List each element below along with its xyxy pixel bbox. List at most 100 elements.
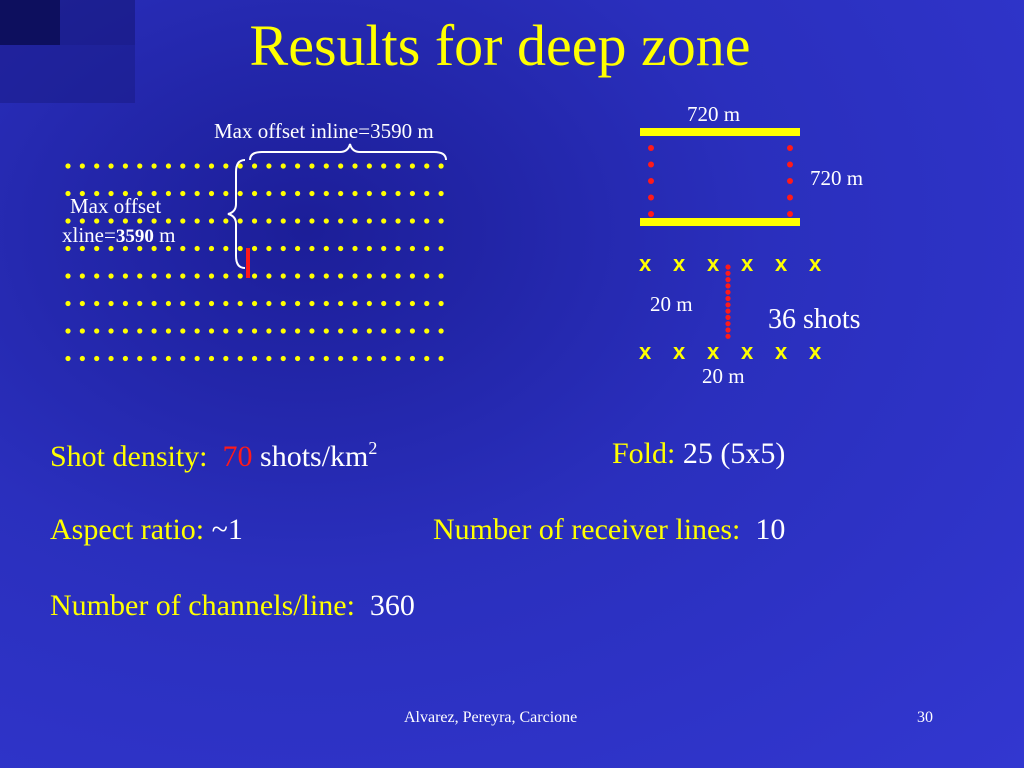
receiver-dot — [338, 355, 344, 362]
receiver-dot — [122, 273, 128, 279]
spacing-dot — [725, 283, 731, 289]
receiver-dot — [338, 190, 344, 197]
receiver-dot — [338, 300, 344, 307]
receiver-dot — [223, 300, 229, 307]
receiver-dot — [194, 273, 200, 279]
receiver-dot — [79, 218, 85, 224]
receiver-dot — [65, 300, 71, 307]
template-side-dot — [787, 178, 793, 184]
receiver-dot — [108, 190, 114, 197]
xline-offset-label-line2: xline=3590 m — [62, 223, 176, 247]
receiver-dot — [94, 355, 100, 362]
template-side-dot — [648, 145, 654, 151]
receiver-dot — [194, 218, 200, 224]
receiver-dot — [108, 273, 114, 279]
receiver-dot — [237, 245, 243, 252]
receiver-dot — [395, 163, 401, 169]
receiver-dot — [395, 273, 401, 279]
receiver-dot — [409, 300, 415, 307]
receiver-dot — [151, 163, 157, 169]
receiver-dot — [338, 245, 344, 252]
receiver-dot — [237, 355, 243, 362]
receiver-dot — [65, 355, 71, 362]
receiver-dot — [323, 218, 329, 224]
receiver-dot — [295, 300, 301, 307]
receiver-dot — [424, 328, 430, 334]
receiver-dot — [151, 300, 157, 307]
receiver-dot — [94, 273, 100, 279]
receiver-dot — [79, 328, 85, 334]
receiver-dot — [165, 163, 172, 169]
receiver-dot — [79, 355, 85, 362]
spacing-dot — [725, 277, 731, 283]
receiver-dot — [323, 273, 329, 279]
receiver-dot — [381, 245, 387, 252]
template-side-dot — [648, 161, 654, 168]
receiver-dot — [208, 273, 215, 279]
receiver-dot — [366, 273, 372, 279]
receiver-dot — [266, 355, 272, 362]
receiver-dot — [280, 273, 286, 279]
template-side-dot — [787, 194, 793, 201]
receiver-dot — [122, 355, 128, 362]
receiver-dot — [381, 218, 387, 224]
receiver-dot — [295, 163, 301, 169]
slide-title: Results for deep zone — [249, 13, 751, 78]
template-side-dot — [648, 178, 654, 184]
receiver-dot — [381, 190, 387, 197]
spacing-dot — [725, 289, 731, 295]
receiver-dot — [438, 300, 444, 307]
receiver-dot — [137, 300, 143, 307]
receiver-dot — [395, 355, 401, 362]
receiver-dot — [194, 245, 200, 252]
receiver-dot — [208, 300, 215, 307]
receiver-dot — [94, 300, 100, 307]
receiver-dot — [165, 300, 172, 307]
receiver-dot — [137, 163, 143, 169]
receiver-dot — [223, 273, 229, 279]
receiver-dot — [295, 218, 301, 224]
receiver-dot — [366, 163, 372, 169]
receiver-dot — [395, 190, 401, 197]
receiver-dot — [208, 328, 215, 334]
receiver-dot — [194, 190, 200, 197]
receiver-dot — [108, 328, 114, 334]
receiver-dot — [94, 328, 100, 334]
inline-brace — [249, 143, 447, 161]
receiver-dot — [180, 163, 186, 169]
receiver-dot — [424, 190, 430, 197]
shot-spacing-dots — [725, 264, 731, 339]
receiver-dot — [208, 163, 215, 169]
receiver-dot — [180, 355, 186, 362]
corner-decoration — [0, 0, 60, 45]
receiver-dot — [338, 328, 344, 334]
spacing-dot — [725, 308, 731, 314]
template-side-dot — [648, 194, 654, 201]
receiver-dot — [381, 328, 387, 334]
red-marker — [246, 248, 250, 278]
template-top-width: 720 m — [687, 102, 741, 126]
receiver-dot — [165, 218, 172, 224]
receiver-dot — [94, 218, 100, 224]
receiver-dot — [94, 245, 100, 252]
receiver-dot — [208, 355, 215, 362]
receiver-dot — [438, 273, 444, 279]
receiver-dot — [237, 328, 243, 334]
spacing-dot — [725, 321, 731, 327]
template-side-dot — [787, 145, 793, 151]
template-bottom-line — [640, 218, 800, 226]
receiver-dot — [237, 273, 243, 279]
receiver-dot — [438, 245, 444, 252]
receiver-dot — [309, 163, 315, 169]
receiver-dot — [137, 190, 143, 197]
receiver-dot — [65, 245, 71, 252]
receiver-dot — [94, 190, 100, 197]
receiver-dot — [309, 218, 315, 224]
receiver-dot — [108, 355, 114, 362]
receiver-dot — [208, 190, 215, 197]
receiver-dot — [280, 300, 286, 307]
receiver-dot — [424, 218, 430, 224]
template-top-line — [640, 128, 800, 136]
receiver-dot — [323, 245, 329, 252]
